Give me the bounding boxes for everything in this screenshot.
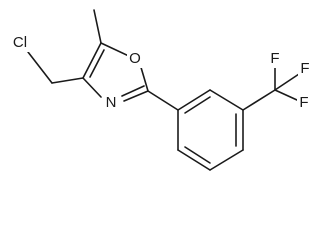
chemical-structure-diagram: Cl O N F F F [8,9,312,171]
bond-n3-c4 [82,77,102,98]
bond-ph-4-5 [209,149,244,171]
bond-c2-n3-inner [121,85,145,97]
bond-ph-5-6 [177,149,211,171]
bond-o1-c2 [139,63,149,92]
bond-c4-c5-inner [89,49,105,78]
bond-c2-n3 [123,90,149,102]
bond-c4-ch2 [51,77,84,84]
bond-c2-phenyl [147,90,179,111]
bond-methyl-c5 [93,9,102,44]
bond-c-f-bottom [274,89,298,101]
atom-oxygen: O [129,50,141,67]
atom-fluorine-right: F [300,60,309,77]
bond-c4-c5 [82,42,102,79]
atom-nitrogen: N [106,94,117,111]
atom-fluorine-bottom: F [299,94,308,111]
bond-c-f-right [274,73,300,91]
atom-chlorine: Cl [13,34,27,51]
atom-labels: Cl O N F F F [8,34,312,112]
bond-ph-1-2 [177,89,211,111]
bond-ph-inner-a [184,96,211,114]
bond-ph-inner-c [184,146,211,164]
bonds [27,9,300,171]
bond-phenyl-cf3 [242,89,276,111]
bond-ph-2-3 [209,89,244,111]
bond-c5-o1 [100,42,132,58]
atom-fluorine-top: F [270,50,279,67]
bond-ch2-cl [27,51,53,84]
